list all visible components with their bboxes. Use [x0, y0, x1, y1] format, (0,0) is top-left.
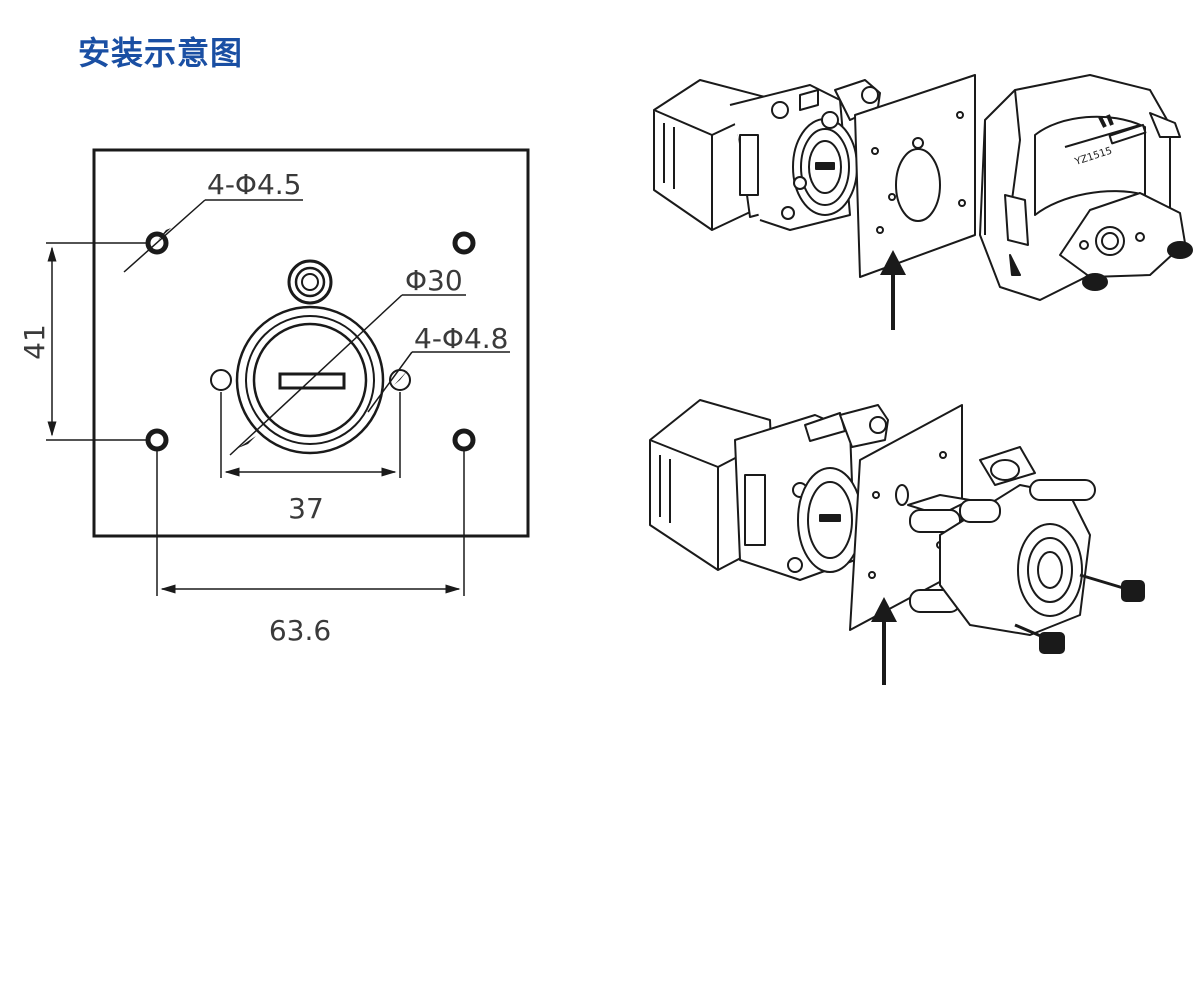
side-hole-left [210, 369, 232, 391]
hole-top-right [452, 231, 476, 255]
mounting-plate-drawing: 4-Φ4.5 Φ30 4-Φ4.8 41 37 63.6 [18, 148, 530, 647]
side-hole-right [389, 369, 411, 391]
label-hole-4-8: 4-Φ4.8 [414, 322, 509, 355]
label-dim-37: 37 [288, 492, 324, 525]
pump-head-lower [907, 446, 1145, 654]
leader-4-phi-4-5: 4-Φ4.5 [123, 168, 303, 273]
motor-flange [235, 305, 385, 455]
dimension-41: 41 [18, 242, 150, 441]
label-dim-63-6: 63.6 [269, 614, 331, 647]
assembly-illustration-upper: YZ1515 [653, 74, 1193, 330]
motor-flange-upper [771, 101, 858, 220]
page-title: 安装示意图 [78, 34, 244, 72]
label-hole-4-5: 4-Φ4.5 [207, 168, 302, 201]
label-bore: Φ30 [405, 264, 463, 297]
assembly-arrow-upper [880, 250, 906, 330]
assembly-arrow-lower [871, 597, 897, 685]
shaft-slot [278, 372, 346, 390]
dimension-37: 37 [220, 392, 401, 525]
motor-flange-lower [797, 467, 863, 573]
dimension-63-6: 63.6 [156, 450, 465, 647]
hole-bottom-right [452, 428, 476, 452]
label-dim-41: 41 [18, 324, 51, 360]
pump-head-upper [979, 74, 1193, 301]
top-screw [287, 259, 333, 305]
plate-outline [92, 148, 530, 538]
mounting-plate-upper [854, 74, 976, 278]
hole-bottom-left [145, 428, 169, 452]
leader-phi-30: Φ30 [229, 264, 466, 456]
assembly-illustration-lower [649, 399, 1145, 685]
leader-4-phi-4-8: 4-Φ4.8 [367, 322, 510, 413]
